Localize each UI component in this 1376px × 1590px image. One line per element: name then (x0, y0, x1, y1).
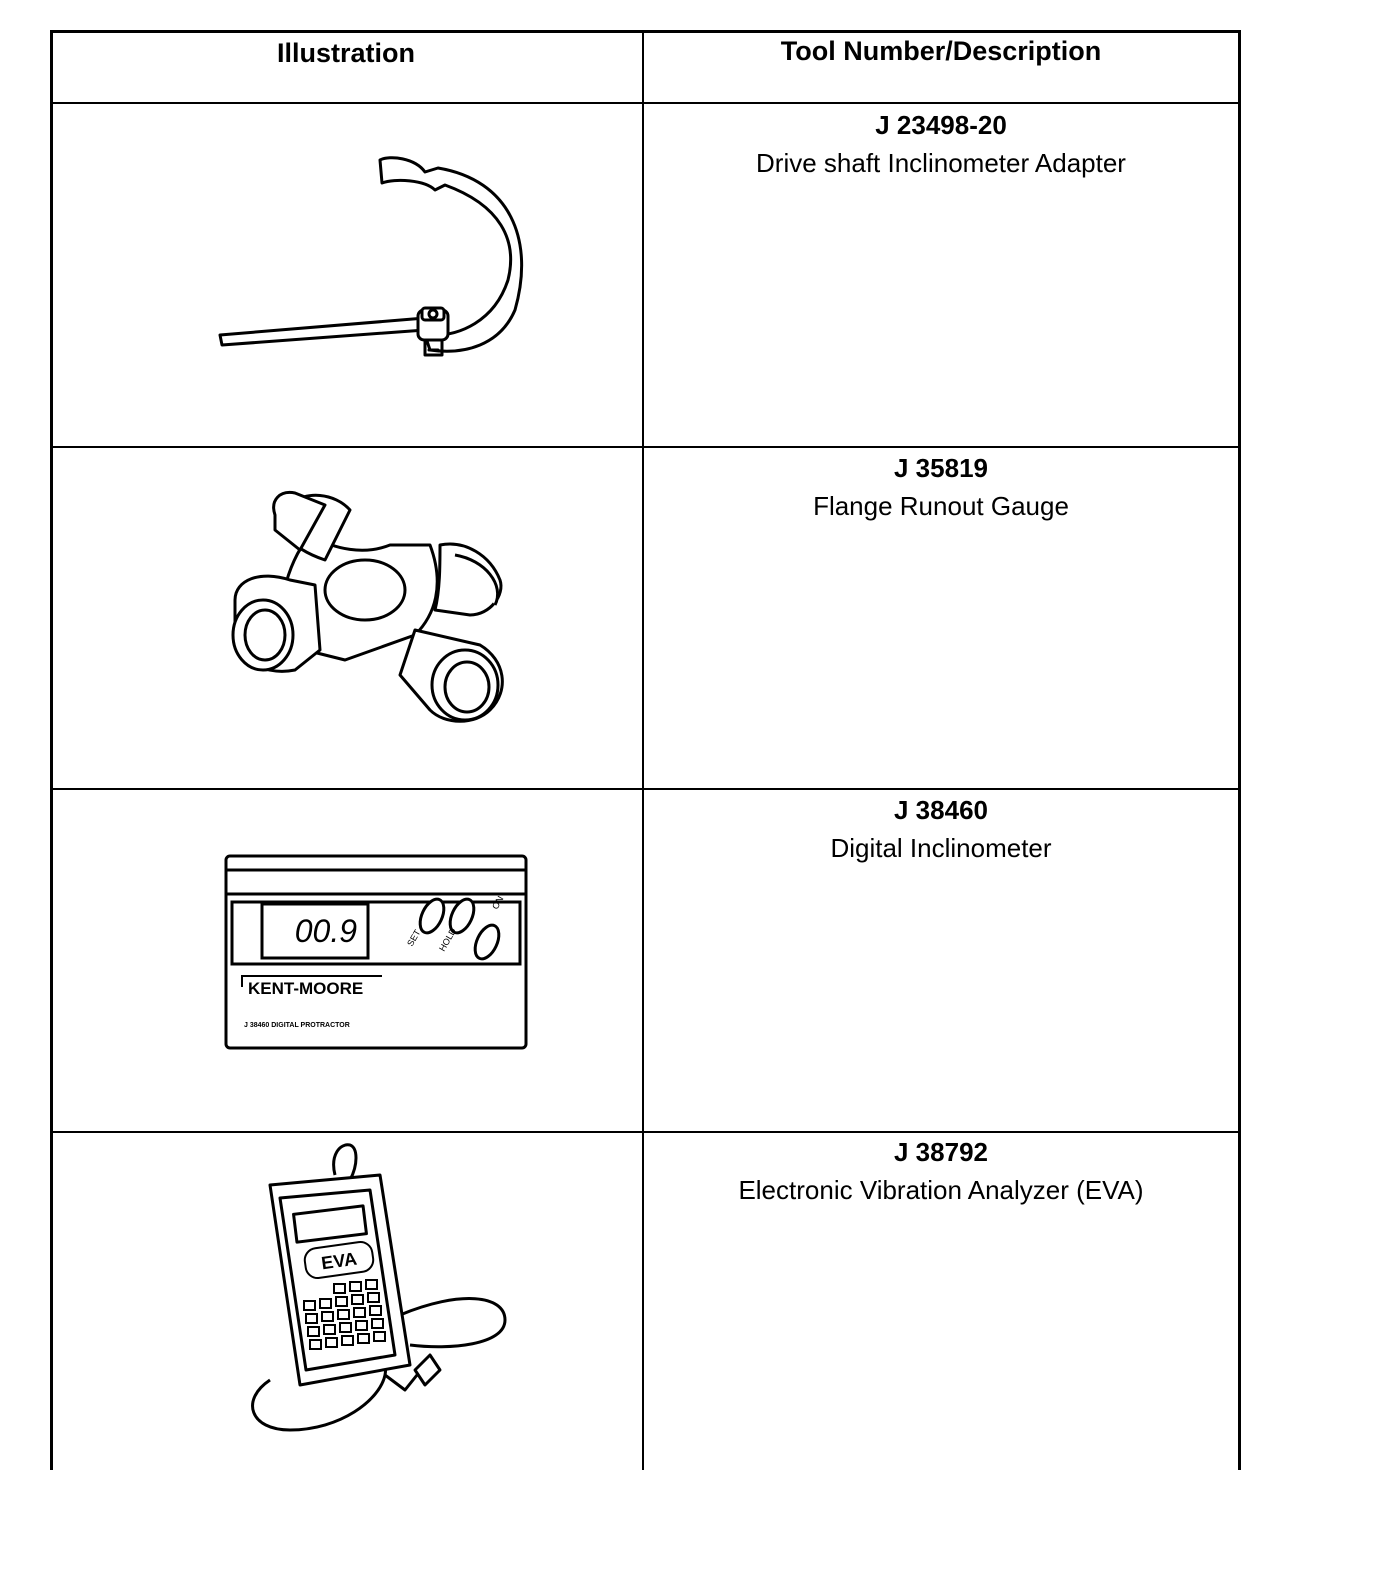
vibration-analyzer-illustration: EVA (251, 1143, 507, 1432)
keypad-key (341, 1335, 354, 1346)
tool-number: J 38460 (894, 795, 988, 825)
table-border-right (1238, 30, 1241, 1470)
table-border-left (50, 30, 53, 1470)
tool-number: J 38792 (894, 1137, 988, 1167)
inclinometer-display-reading: 00.9 (295, 913, 357, 949)
tool-description: Flange Runout Gauge (813, 491, 1069, 521)
keypad-key (337, 1309, 350, 1320)
table-border-top (50, 30, 1240, 33)
keypad-key (365, 1279, 378, 1290)
keypad-key (349, 1281, 362, 1292)
keypad-key (303, 1300, 316, 1311)
universal-joint-cross-illustration (231, 490, 504, 723)
keypad-key (367, 1292, 380, 1303)
keypad-key (325, 1337, 338, 1348)
keypad-key (319, 1298, 332, 1309)
keypad-key (351, 1294, 364, 1305)
eva-logo-text: EVA (320, 1249, 358, 1274)
brand-logo-text: KENT-MOORE (248, 979, 363, 998)
row-divider-2 (50, 788, 1240, 790)
keypad-key (333, 1283, 346, 1294)
keypad-key (309, 1339, 322, 1350)
keypad-key (357, 1333, 370, 1344)
inclinometer-adapter-illustration (218, 156, 524, 357)
header-tool-description: Tool Number/Description (780, 36, 1102, 66)
digital-protractor-illustration: 00.9 SET HOLD ON KENT-MOORE J 38460 DIGI… (224, 854, 528, 1050)
model-label-text: J 38460 DIGITAL PROTRACTOR (244, 1022, 350, 1029)
tool-description: Electronic Vibration Analyzer (EVA) (738, 1175, 1144, 1205)
keypad-key (335, 1296, 348, 1307)
tool-table: Illustration Tool Number/Description J 2… (50, 30, 1242, 1500)
header-divider (50, 102, 1240, 104)
keypad-key (307, 1326, 320, 1337)
keypad-key (353, 1307, 366, 1318)
keypad-key (369, 1305, 382, 1316)
row-divider-3 (50, 1131, 1240, 1133)
keypad-key (321, 1311, 334, 1322)
keypad-key (373, 1331, 386, 1342)
analyzer-keypad (303, 1279, 386, 1350)
keypad-key (305, 1313, 318, 1324)
row-divider-1 (50, 446, 1240, 448)
keypad-key (323, 1324, 336, 1335)
tool-description: Drive shaft Inclinometer Adapter (756, 148, 1126, 178)
tool-number: J 23498-20 (875, 110, 1007, 140)
keypad-key (339, 1322, 352, 1333)
keypad-key (355, 1320, 368, 1331)
tool-number: J 35819 (894, 453, 988, 483)
header-illustration: Illustration (276, 38, 415, 68)
keypad-key (371, 1318, 384, 1329)
tool-description: Digital Inclinometer (830, 833, 1052, 863)
column-divider (642, 30, 644, 1470)
